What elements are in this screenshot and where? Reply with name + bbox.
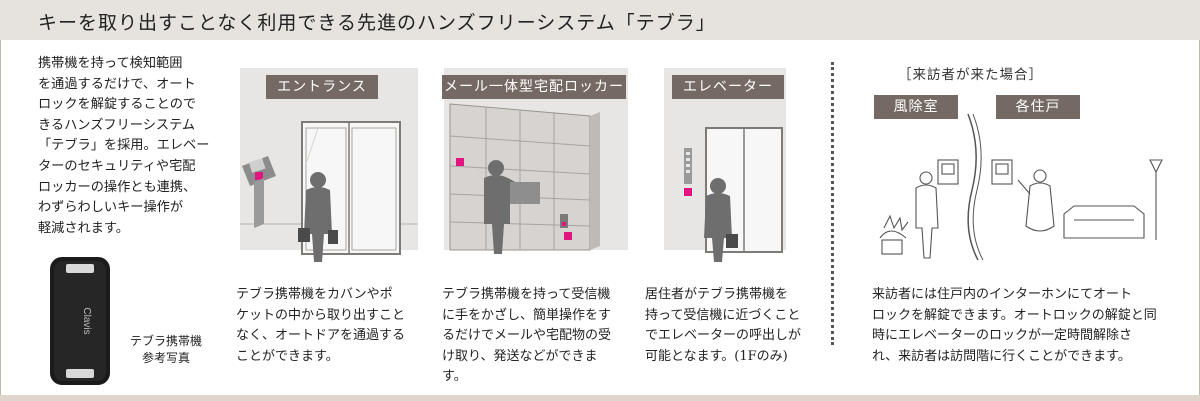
entrance-illustration <box>232 64 422 264</box>
entrance-description: テブラ携帯機をカバンやポ ケットの中から取り出すこと なく、オートドアを通過する… <box>236 285 416 367</box>
elevator-description: 居住者がテブラ携帯機を 持って受信機に近づくこと でエレベーターの呼出しが 可能… <box>645 285 817 367</box>
intro-text: 携帯機を持って検知範囲 を通過するだけで、オート ロックを解錠することので きる… <box>38 54 220 239</box>
visitor-illustration <box>860 110 1180 270</box>
key-fob-photo: Clavis <box>48 255 112 387</box>
device-caption: テブラ携帯機 参考写真 <box>116 333 216 367</box>
elevator-illustration <box>660 64 790 264</box>
receiver-mark <box>255 172 263 180</box>
intro-line: わずらわしいキー操作が <box>38 200 184 216</box>
entrance-label: エントランス <box>266 75 378 99</box>
device-caption-line: テブラ携帯機 <box>129 334 202 348</box>
section-divider <box>831 62 834 345</box>
locker-label: メール一体型宅配ロッカー <box>442 75 626 99</box>
intro-line: ターのセキュリティや宅配 <box>38 158 196 174</box>
desc-line: 持って受信機に近づくこと <box>645 307 801 323</box>
desc-line: け取り、発送などができます。 <box>442 348 598 385</box>
visitor-title: ［来訪者が来た場合］ <box>898 67 1043 83</box>
person-silhouette <box>484 160 526 254</box>
desc-line: ケットの中から取り出すこと <box>236 307 406 323</box>
key-fob-brand: Clavis <box>81 307 92 334</box>
desc-line: なく、オートドアを通過する <box>236 328 406 343</box>
device-caption-line: 参考写真 <box>141 351 190 365</box>
locker-description: テブラ携帯機を持って受信機 に手をかざし、簡単操作をす るだけでメールや宅配物の… <box>442 285 622 388</box>
locker-illustration <box>440 64 630 264</box>
desc-line: 時にエレベーターのロックが一定時間解除さ <box>872 328 1133 343</box>
intercom-icon <box>937 159 959 185</box>
intercom-icon <box>991 159 1013 185</box>
desc-line: テブラ携帯機をカバンやポ <box>236 287 393 302</box>
desc-line: 可能となます。(1Fのみ) <box>645 348 788 364</box>
sofa-icon <box>1063 205 1145 239</box>
desc-line: 来訪者には住戸内のインターホンにてオート <box>872 287 1133 302</box>
desc-line: に手をかざし、簡単操作をす <box>442 307 612 323</box>
intro-line: きるハンズフリーシステム <box>38 117 196 133</box>
intro-line: 携帯機を持って検知範囲 <box>38 56 183 71</box>
bottom-band <box>0 395 1200 401</box>
intro-line: 軽減されます。 <box>38 220 129 236</box>
desc-line: れ、来訪者は訪問階に行くことができます。 <box>872 348 1131 364</box>
desc-line: 居住者がテブラ携帯機を <box>645 287 789 302</box>
desc-line: ことができます。 <box>236 348 339 364</box>
intro-line: 「テブラ」を採用。エレベー <box>38 138 210 154</box>
person-silhouette <box>704 178 738 262</box>
desc-line: ロックを解錠できます。オートロックの解錠と同 <box>872 307 1157 323</box>
desc-line: でエレベーターの呼出しが <box>645 328 802 343</box>
visitor-silhouette <box>915 171 939 259</box>
intro-line: ロッカーの操作とも連携、 <box>38 179 197 195</box>
person-silhouette <box>298 172 338 262</box>
page-title: キーを取り出すことなく利用できる先進のハンズフリーシステム「テブラ」 <box>38 12 716 34</box>
unit-label: 各住戸 <box>996 95 1080 119</box>
elevator-label: エレベーター <box>672 75 784 99</box>
key-fob-icon: Clavis <box>50 257 110 385</box>
windbreak-label: 風除室 <box>874 95 958 119</box>
header-bar: キーを取り出すことなく利用できる先進のハンズフリーシステム「テブラ」 <box>0 0 1200 40</box>
resident-silhouette <box>1017 169 1055 232</box>
intro-line: を通過するだけで、オート <box>38 76 196 92</box>
desc-line: テブラ携帯機を持って受信機 <box>442 287 611 302</box>
visitor-description: 来訪者には住戸内のインターホンにてオート ロックを解錠できます。オートロックの解… <box>872 285 1162 367</box>
desc-line: るだけでメールや宅配物の受 <box>442 328 612 343</box>
lamp-icon <box>1149 159 1163 240</box>
plant-icon <box>879 214 909 255</box>
intro-line: ロックを解錠することので <box>38 97 197 113</box>
